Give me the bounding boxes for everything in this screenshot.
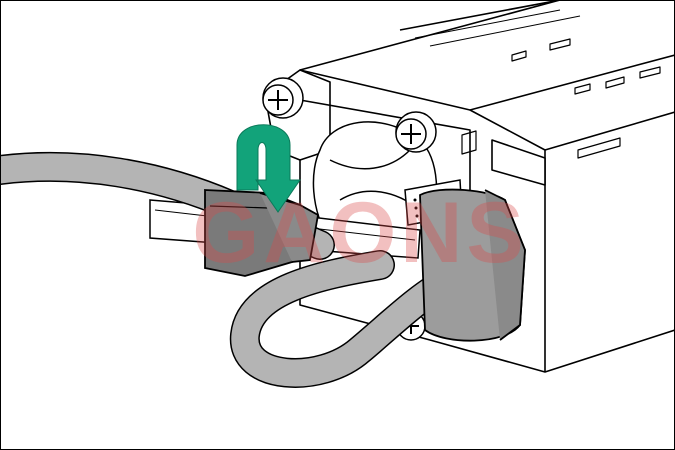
curved-down-arrow-icon	[236, 124, 301, 213]
vent-slots	[461, 38, 661, 159]
power-supply-chassis	[264, 0, 675, 373]
cable-tie-strap	[204, 189, 319, 277]
thumbscrew-icon	[262, 77, 304, 119]
thumbscrew-icon	[395, 111, 437, 153]
power-cable-loop	[229, 250, 465, 388]
watermark-text: GAONS	[192, 185, 527, 281]
ac-power-plug	[419, 188, 526, 342]
